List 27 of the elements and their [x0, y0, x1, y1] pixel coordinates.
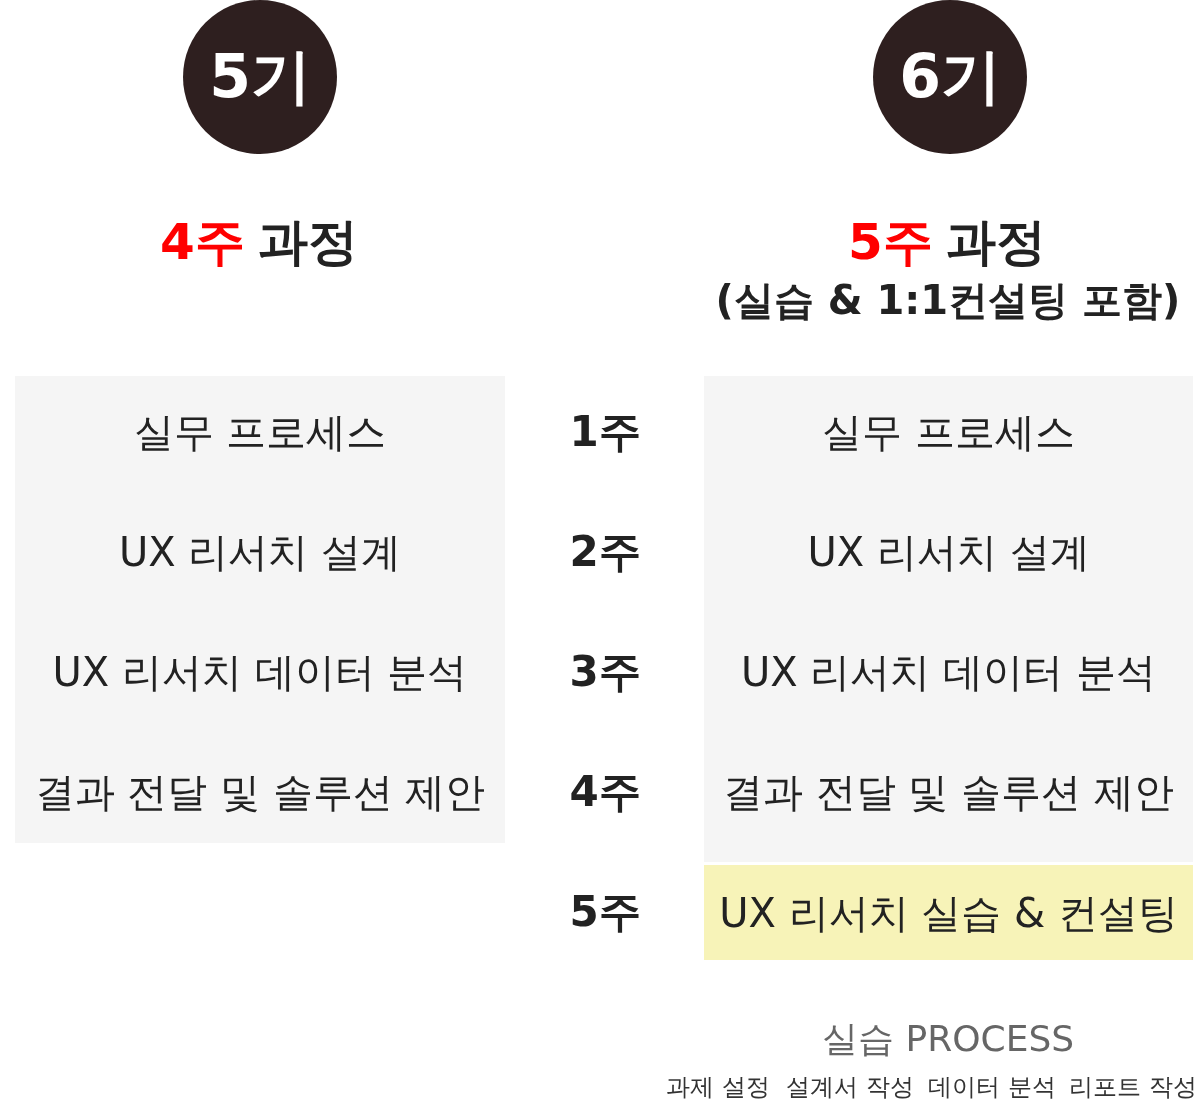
week-label: 2주: [569, 527, 641, 578]
cohort-badge: 6기: [873, 0, 1027, 154]
week-label: 4주: [569, 767, 641, 818]
heading-text: 과정: [946, 212, 1046, 272]
module-title: 결과 전달 및 솔루션 제안: [722, 768, 1175, 817]
module-title: 실무 프로세스: [132, 408, 388, 457]
module-title: 실무 프로세스: [821, 408, 1076, 457]
module-title: UX 리서치 설계: [806, 528, 1091, 577]
week-label: 1주: [569, 407, 641, 458]
heading-text: 과정: [258, 212, 358, 272]
course-length: 4주: [160, 212, 245, 272]
module-title: UX 리서치 설계: [117, 528, 403, 577]
process-step: 과제 설정: [666, 1072, 770, 1102]
process-step: 데이터 분석: [928, 1072, 1056, 1102]
module-title: UX 리서치 데이터 분석: [740, 648, 1157, 697]
module-title: UX 리서치 데이터 분석: [51, 648, 469, 697]
week-label: 5주: [569, 887, 641, 938]
section-heading: 실습 PROCESS: [822, 1016, 1075, 1060]
week-label: 3주: [569, 647, 641, 698]
heading-note: (실습 & 1:1컨설팅 포함): [715, 276, 1181, 324]
curriculum-panel: [704, 865, 1193, 960]
process-step: 설계서 작성: [786, 1072, 914, 1102]
module-title: 결과 전달 및 솔루션 제안: [33, 768, 487, 817]
cohort-badge: 5기: [183, 0, 337, 154]
module-title: UX 리서치 실습 & 컨설팅: [718, 888, 1179, 938]
course-length: 5주: [848, 212, 933, 272]
process-step: 리포트 작성: [1069, 1072, 1197, 1102]
